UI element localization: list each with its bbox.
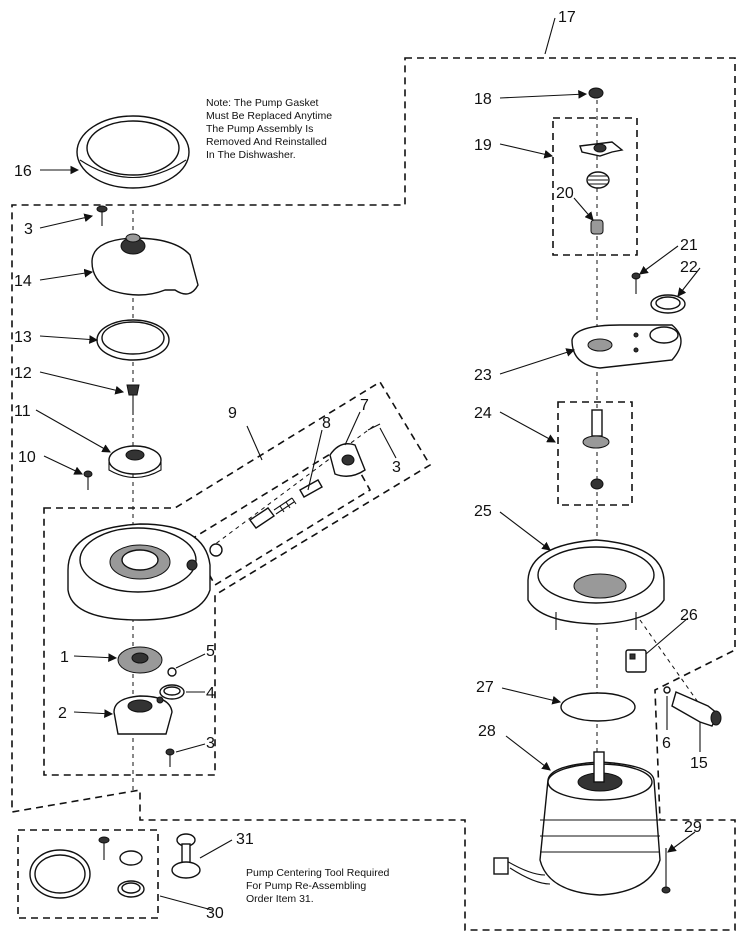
callout-16: 16: [14, 163, 32, 180]
callout-18: 18: [474, 91, 492, 108]
callout-4: 4: [206, 685, 215, 702]
pump-gasket-note: Note: The Pump Gasket Must Be Replaced A…: [206, 97, 332, 161]
callout-28: 28: [478, 723, 496, 740]
callout-23: 23: [474, 367, 492, 384]
centering-tool-note: Pump Centering Tool Required For Pump Re…: [246, 867, 390, 905]
callout-7: 7: [360, 397, 369, 414]
callout-17: 17: [558, 9, 576, 26]
callout-24: 24: [474, 405, 492, 422]
callout-14: 14: [14, 273, 32, 290]
chopper-part: [117, 646, 163, 674]
motor-part: [493, 751, 661, 896]
leader-lines: [35, 17, 701, 911]
callout-26: 26: [680, 607, 698, 624]
seal-part-20: [590, 219, 604, 235]
pump-gasket-part: [76, 115, 190, 189]
callout-3-valve: 3: [392, 459, 401, 476]
callout-13: 13: [14, 329, 32, 346]
callout-6: 6: [662, 735, 671, 752]
pump-centering-tool-part: [171, 833, 201, 879]
svg-text:Pump Centering Tool Required: Pump Centering Tool Required: [246, 867, 390, 879]
svg-text:The Pump Assembly Is: The Pump Assembly Is: [206, 123, 313, 135]
assembly-24-outline: [557, 401, 633, 506]
callout-19: 19: [474, 137, 492, 154]
kit-30-parts: [29, 836, 145, 899]
callout-21: 21: [680, 237, 698, 254]
callout-9: 9: [228, 405, 237, 422]
motor-plate-part: [571, 324, 682, 369]
pump-cover-part: [91, 233, 199, 296]
spring-part: [586, 171, 610, 189]
assembly-17-outline: [11, 57, 736, 931]
callout-30: 30: [206, 905, 224, 922]
callout-8: 8: [322, 415, 331, 432]
callout-2: 2: [58, 705, 67, 722]
svg-text:For Pump Re-Assembling: For Pump Re-Assembling: [246, 880, 366, 892]
terminal-block-part: [625, 649, 647, 673]
valve-assembly-part: [209, 423, 381, 557]
screw-part-10: [83, 470, 93, 490]
pump-housing-part: [67, 523, 211, 621]
impeller-part: [108, 445, 162, 479]
callout-22: 22: [680, 259, 698, 276]
fitting-part: [671, 691, 722, 727]
callout-20: 20: [556, 185, 574, 202]
callout-12: 12: [14, 365, 32, 382]
center-line-fitting: [639, 619, 701, 706]
pump-assembly-outline: [43, 380, 432, 776]
callout-10: 10: [18, 449, 36, 466]
callout-1: 1: [60, 649, 69, 666]
callout-27: 27: [476, 679, 494, 696]
callout-11: 11: [14, 403, 31, 420]
o-ring-part: [96, 319, 170, 361]
svg-text:Note: The Pump Gasket: Note: The Pump Gasket: [206, 97, 319, 109]
nut-part: [588, 87, 604, 99]
shaft-assembly-part: [582, 409, 610, 490]
ball-part: [167, 667, 177, 677]
screw-part-21: [631, 272, 641, 294]
callout-3-lower: 3: [206, 735, 215, 752]
callout-29: 29: [684, 819, 702, 836]
svg-text:Must Be Replaced Anytime: Must Be Replaced Anytime: [206, 110, 332, 122]
screw-part-lower: [165, 748, 175, 767]
gasket-part-22: [650, 294, 686, 314]
coupling-part: [579, 141, 624, 157]
callout-15: 15: [690, 755, 708, 772]
svg-text:Removed And Reinstalled: Removed And Reinstalled: [206, 136, 327, 148]
assembly-19-outline: [552, 117, 638, 256]
callout-5: 5: [206, 643, 215, 660]
svg-text:Order Item 31.: Order Item 31.: [246, 893, 314, 905]
ball-part-6: [663, 686, 671, 694]
callout-3-top: 3: [24, 221, 33, 238]
motor-mount-part: [527, 539, 665, 630]
kit-30-outline: [17, 829, 159, 919]
lower-housing-part: [113, 695, 173, 735]
seal-disc-part: [560, 692, 636, 722]
impeller-bolt-part: [126, 384, 140, 415]
callout-25: 25: [474, 503, 492, 520]
ring-part: [159, 684, 185, 700]
svg-text:In The Dishwasher.: In The Dishwasher.: [206, 149, 296, 161]
callout-31: 31: [236, 831, 254, 848]
screw-part-top: [96, 205, 108, 226]
screw-part-29: [661, 848, 671, 894]
